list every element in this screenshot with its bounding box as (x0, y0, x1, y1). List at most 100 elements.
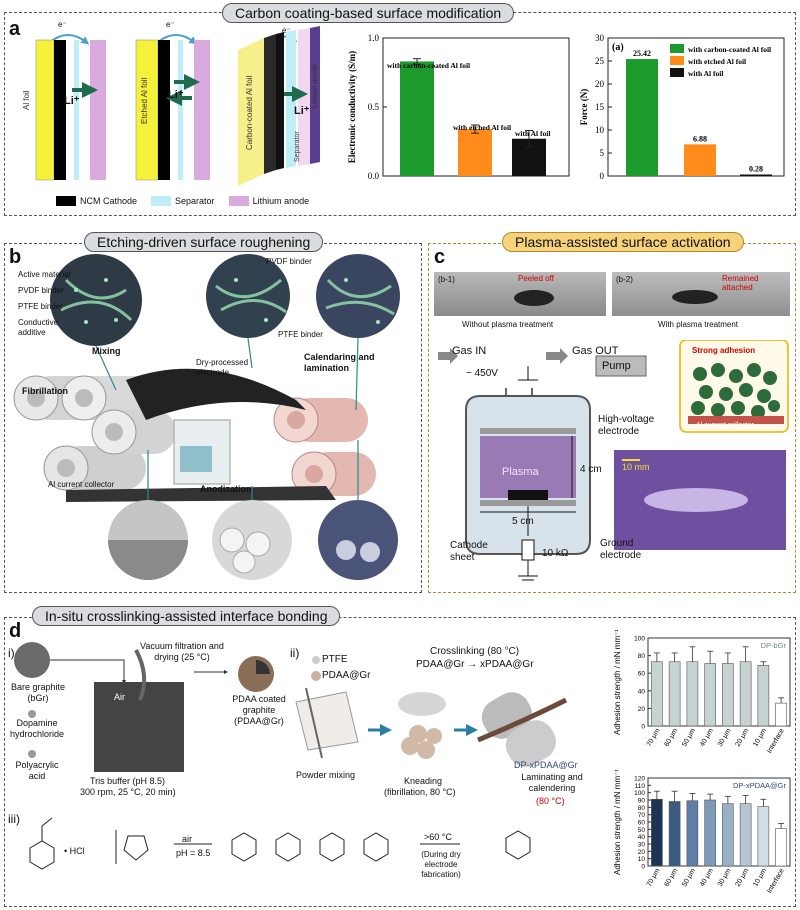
label-ph: pH = 8.5 (176, 848, 211, 858)
photo1-object (514, 290, 554, 306)
photo2-tag: (b-2) (616, 275, 633, 284)
x-tick-label-3: 40 μm (699, 867, 715, 888)
label-dopamine: Dopamine hydrochloride (9, 718, 65, 739)
label-pdaa-gr: PDAA coated graphite (PDAA@Gr) (232, 694, 286, 726)
x-tick-label-5: 20 μm (734, 727, 750, 748)
x-tick-label-6: 10 μm (752, 727, 768, 748)
swatch-separator (151, 196, 172, 206)
plasma-chamber (438, 340, 789, 581)
label-tris2: 300 rpm, 25 °C, 20 min) (80, 787, 176, 797)
label-vacuum: Vacuum filtration and drying (25 °C) (140, 641, 224, 662)
legend-label-1: with etched Al foil (688, 57, 746, 66)
x-tick-label-6: 10 μm (752, 867, 768, 888)
label-carbon-foil: Carbon-coated Al foil (245, 75, 254, 150)
bar-0 (651, 798, 663, 867)
bar-6 (757, 806, 770, 867)
bar-label-2: with Al foil (515, 129, 550, 138)
bar-1 (458, 129, 492, 176)
bar-3 (704, 799, 716, 867)
x-tick-label-0: 70 μm (646, 727, 662, 748)
label-collector: Al current collector (48, 480, 115, 489)
swatch-anode (228, 196, 249, 206)
y-tick-label: 50 (638, 827, 646, 834)
label-al-foil: Al foil (22, 90, 31, 110)
chart-tag: (a) (612, 42, 624, 53)
y-tick-label: 0 (641, 724, 645, 731)
y-tick-label: 60 (638, 671, 646, 678)
label-anode-3: Lithium anode (312, 64, 319, 108)
y-tick-label: 0 (641, 864, 645, 871)
y-tick-label: 10 (595, 125, 605, 135)
label-laminating-temp: (80 °C) (536, 796, 565, 806)
chart-tag: DP-xPDAA@Gr (733, 781, 787, 790)
bar-4 (722, 803, 734, 867)
photo1-tag: (b-1) (438, 275, 455, 284)
label-gas-out: Gas OUT (572, 345, 619, 357)
label-ptfe: PTFE binder (18, 302, 63, 311)
plot-frame (647, 637, 791, 727)
y-tick-label: 0 (600, 171, 605, 181)
x-tick-label-7: Interface (766, 727, 786, 754)
label-mixing: Mixing (92, 346, 121, 356)
label-conductive: Conductive additive (18, 318, 59, 337)
y-tick-label: 70 (638, 812, 646, 819)
bar-1 (684, 144, 716, 176)
panel-b-letter: b (9, 246, 22, 268)
bar-0 (651, 661, 663, 727)
label-dp-xpdaa: DP-xPDAA@Gr (514, 760, 578, 770)
schematic-etched-foil (135, 34, 210, 181)
bar-3 (704, 663, 716, 727)
legend-label-0: with carbon-coated Al foil (688, 45, 771, 54)
value-label-1: 6.88 (693, 134, 707, 143)
y-axis-label: Electronic conductivity (S/m) (347, 51, 357, 163)
label-e-2: e⁻ (166, 20, 175, 29)
legend-label-2: with Al foil (688, 69, 723, 78)
value-label-2: 0.28 (749, 165, 763, 174)
photo1-caption: Without plasma treatment (462, 320, 554, 329)
photo1-note: Peeled off (518, 274, 554, 283)
y-tick-label: 30 (595, 33, 605, 43)
legend-anode: Lithium anode (228, 196, 309, 206)
x-tick-label-0: 70 μm (646, 867, 662, 888)
x-tick-label-4: 30 μm (717, 867, 733, 888)
label-paa: Polyacrylic acid (15, 760, 59, 781)
bar-label-0: with carbon-coated Al foil (387, 61, 470, 70)
label-kneading: Kneading (404, 776, 443, 786)
label-d-iii: iii) (8, 812, 20, 826)
y-axis-label: Adhesion strength / mN mm⁻¹ (613, 770, 622, 875)
label-pump: Pump (602, 360, 631, 372)
label-li-1: Li⁺ (64, 95, 80, 107)
label-e-3: e⁻ (282, 26, 291, 35)
y-tick-label: 15 (595, 102, 605, 112)
label-plasma: Plasma (502, 466, 539, 478)
label-gas-in: Gas IN (452, 345, 487, 357)
bar-2 (686, 661, 699, 727)
y-tick-label: 100 (634, 790, 645, 797)
y-tick-label: 100 (634, 636, 645, 643)
label-separator-3: Separator (294, 131, 301, 162)
label-4cm: 4 cm (580, 464, 602, 475)
bar-label-1: with etched Al foil (453, 123, 511, 132)
y-tick-label: 20 (595, 79, 605, 89)
chart-tag: DP-bGr (761, 641, 787, 650)
panel-d-letter: d (9, 620, 22, 642)
schematic-carbon-coated-foil (238, 26, 320, 186)
y-tick-label: 25 (595, 56, 605, 66)
label-e-1: e⁻ (58, 20, 67, 29)
x-tick-label-7: Interface (766, 867, 786, 894)
label-al-collector-c: Al current collector (696, 422, 754, 429)
panel-b-title: Etching-driven surface roughening (84, 232, 324, 252)
y-tick-label: 90 (638, 798, 646, 805)
label-d-ii: ii) (290, 646, 300, 660)
legend-swatch-0 (670, 44, 684, 53)
y-axis-label: Force (N) (579, 89, 589, 126)
bar-7 (775, 828, 787, 867)
bar-5 (739, 803, 752, 867)
label-etched-foil: Etched Al foil (140, 77, 149, 124)
panel-d-title: In-situ crosslinking-assisted interface … (32, 606, 341, 626)
label-bare-graphite: Bare graphite (bGr) (10, 682, 66, 703)
x-tick-label-1: 60 μm (663, 727, 679, 748)
label-high-voltage: High-voltage electrode (598, 414, 655, 437)
